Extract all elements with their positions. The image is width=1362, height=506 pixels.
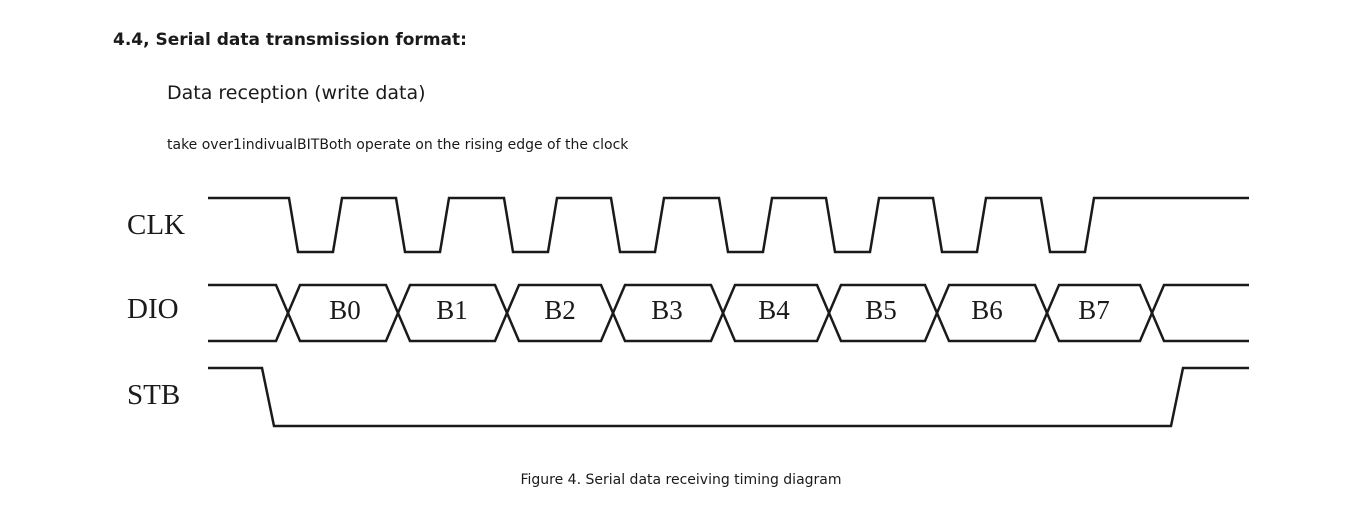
dio-bit-label: B1 (436, 295, 468, 325)
dio-bit-label: B3 (651, 295, 683, 325)
dio-waveform (208, 283, 1249, 343)
clk-label: CLK (127, 209, 185, 241)
clk-waveform (208, 196, 1249, 254)
clk-signal: CLK (127, 196, 1249, 254)
subheading: Data reception (write data) (167, 82, 426, 104)
dio-bit-label: B2 (544, 295, 576, 325)
stb-waveform (208, 366, 1249, 428)
dio-bit-label: B0 (329, 295, 361, 325)
dio-bit-label: B5 (865, 295, 897, 325)
dio-bit-label: B7 (1078, 295, 1110, 325)
figure-caption: Figure 4. Serial data receiving timing d… (520, 472, 842, 488)
dio-bit-label: B4 (758, 295, 790, 325)
stb-signal: STB (127, 366, 1249, 428)
dio-bit-label: B6 (971, 295, 1003, 325)
note-text: take over1indivualBITBoth operate on the… (167, 137, 629, 153)
section-heading: 4.4, Serial data transmission format: (113, 30, 467, 50)
stb-label: STB (127, 379, 180, 411)
dio-signal: DIO B0 B1 B2 B3 B4 B5 B6 B7 (127, 283, 1249, 343)
dio-label: DIO (127, 293, 179, 325)
timing-diagram: CLK DIO B0 B1 B2 B3 B4 B5 B6 B7 STB (127, 196, 1249, 428)
